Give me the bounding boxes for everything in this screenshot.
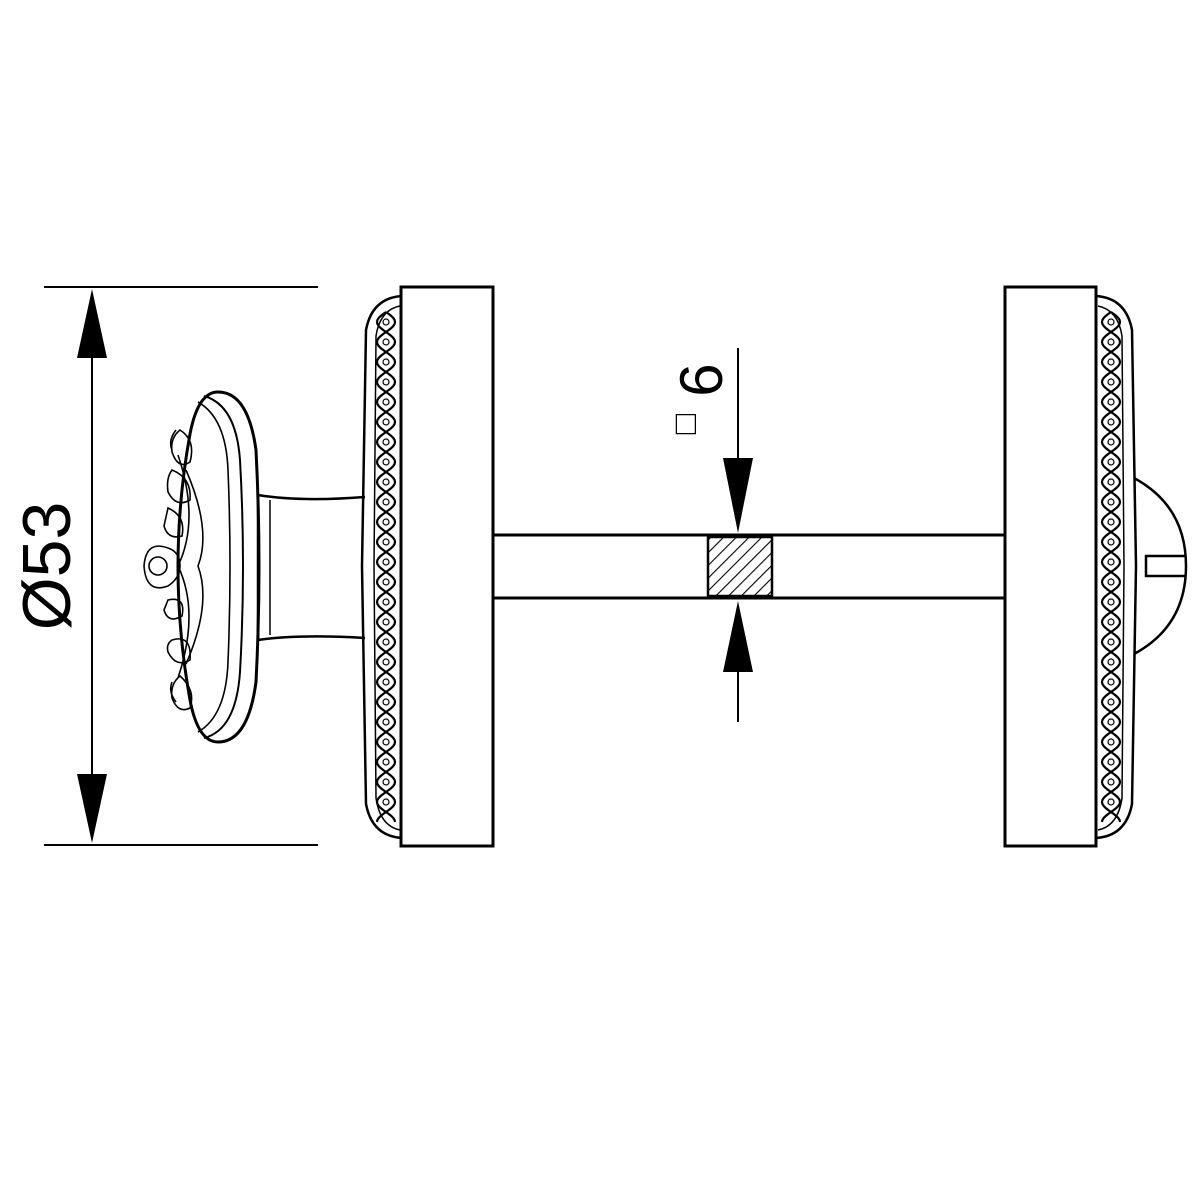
rope-bead bbox=[382, 498, 390, 506]
diameter-label: Ø53 bbox=[9, 502, 85, 631]
rope-bead bbox=[382, 718, 390, 726]
rope-bead bbox=[382, 418, 390, 426]
rope-bead bbox=[1107, 498, 1115, 506]
rope-bead bbox=[382, 798, 390, 806]
rope-bead bbox=[382, 738, 390, 746]
rope-bead bbox=[382, 658, 390, 666]
rope-bead bbox=[382, 598, 390, 606]
left-rosette bbox=[360, 285, 495, 848]
rope-bead bbox=[382, 378, 390, 386]
spindle bbox=[493, 533, 1005, 600]
knob-ornament bbox=[143, 429, 204, 711]
spindle-size-label: 6 bbox=[668, 363, 735, 396]
rope-bead bbox=[1107, 358, 1115, 366]
rope-bead bbox=[382, 638, 390, 646]
rope-bead bbox=[382, 318, 390, 326]
rope-bead bbox=[1107, 578, 1115, 586]
rope-bead bbox=[382, 338, 390, 346]
right-rosette-edge-inner bbox=[1097, 305, 1125, 831]
spindle-dimension: 6 □ bbox=[666, 348, 753, 722]
rope-bead bbox=[1107, 398, 1115, 406]
knob-rim-inner bbox=[197, 401, 231, 733]
left-knob bbox=[143, 390, 366, 744]
dimension-arrow-bottom bbox=[77, 774, 107, 843]
right-rosette-decorative-edge bbox=[1095, 294, 1138, 840]
rope-bead bbox=[1107, 678, 1115, 686]
rope-bead bbox=[1107, 698, 1115, 706]
rope-bead bbox=[1107, 538, 1115, 546]
rope-bead bbox=[382, 578, 390, 586]
rope-bead bbox=[1107, 458, 1115, 466]
rope-bead bbox=[382, 698, 390, 706]
rope-bead bbox=[382, 478, 390, 486]
rope-bead bbox=[382, 758, 390, 766]
dimension-arrow-top bbox=[77, 289, 107, 358]
rope-bead bbox=[382, 518, 390, 526]
spindle-arrow-top bbox=[723, 458, 753, 533]
rope-bead bbox=[382, 778, 390, 786]
right-rosette-rope-pattern bbox=[1100, 311, 1122, 823]
rope-bead bbox=[1107, 618, 1115, 626]
rope-bead bbox=[382, 678, 390, 686]
right-rosette bbox=[1003, 285, 1188, 848]
knob-neck bbox=[256, 493, 366, 642]
diameter-dimension: Ø53 bbox=[9, 286, 318, 846]
square-symbol: □ bbox=[666, 413, 704, 434]
rope-strand-1 bbox=[1100, 311, 1122, 823]
knob-rim bbox=[203, 395, 244, 739]
rope-bead bbox=[382, 618, 390, 626]
rope-bead bbox=[1107, 598, 1115, 606]
left-rosette-decorative-edge bbox=[360, 294, 403, 840]
rope-bead bbox=[1107, 758, 1115, 766]
right-rosette-plate bbox=[1003, 285, 1098, 848]
rope-bead bbox=[382, 358, 390, 366]
rope-bead bbox=[1107, 318, 1115, 326]
spindle-section-hatch bbox=[706, 535, 774, 598]
rope-bead bbox=[382, 458, 390, 466]
spindle-arrow-bottom bbox=[723, 601, 753, 672]
rope-bead bbox=[382, 538, 390, 546]
rope-strand-1 bbox=[375, 311, 397, 823]
screw-slot bbox=[1144, 554, 1186, 578]
rope-bead bbox=[1107, 478, 1115, 486]
rope-bead bbox=[382, 558, 390, 566]
rope-bead bbox=[382, 398, 390, 406]
left-rosette-edge-inner bbox=[373, 305, 401, 831]
left-rosette-plate bbox=[399, 285, 495, 848]
rope-bead bbox=[382, 438, 390, 446]
rope-bead bbox=[1107, 378, 1115, 386]
rope-bead bbox=[1107, 658, 1115, 666]
rope-bead bbox=[1107, 798, 1115, 806]
rope-bead bbox=[1107, 438, 1115, 446]
screw-head bbox=[1133, 476, 1188, 656]
rope-strand-2 bbox=[1100, 311, 1122, 823]
rope-bead bbox=[1107, 418, 1115, 426]
rope-bead bbox=[1107, 718, 1115, 726]
rope-bead bbox=[1107, 638, 1115, 646]
rope-bead bbox=[1107, 338, 1115, 346]
rope-bead bbox=[1107, 558, 1115, 566]
rope-bead bbox=[1107, 738, 1115, 746]
left-rosette-rope-pattern bbox=[375, 311, 397, 823]
rope-bead bbox=[1107, 778, 1115, 786]
rope-bead bbox=[1107, 518, 1115, 526]
rope-strand-2 bbox=[375, 311, 397, 823]
